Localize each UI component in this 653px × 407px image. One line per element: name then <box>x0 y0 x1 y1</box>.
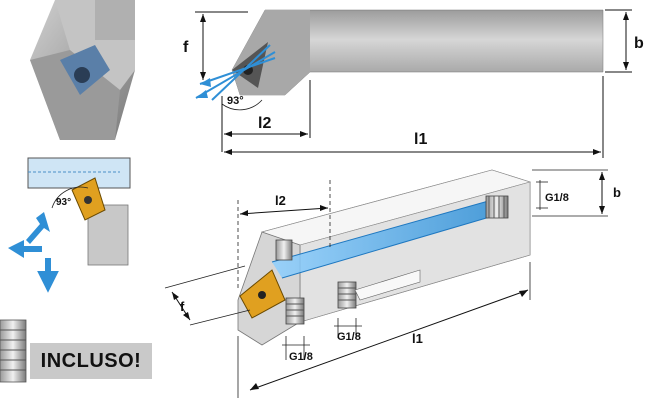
fitting-bottom-right <box>337 281 357 309</box>
coolant-fitting-icon <box>0 319 27 383</box>
iso-view: l2 b G1/8 f G1/8 G1/8 l1 <box>164 169 621 398</box>
fitting-rear <box>485 195 509 219</box>
f-label: f <box>183 39 189 56</box>
iso-l1-label: l1 <box>412 331 423 346</box>
b-label: b <box>634 35 644 52</box>
iso-thread-bottom-right-label: G1/8 <box>337 331 361 343</box>
coolant-jet-lines <box>195 44 276 101</box>
l1-label: l1 <box>414 131 427 148</box>
iso-b-label: b <box>613 185 621 200</box>
fitting-bottom-left <box>285 297 305 325</box>
iso-l2-label: l2 <box>275 193 286 208</box>
side-view: f b 93° l2 l1 <box>183 9 644 158</box>
feed-direction-arrows <box>8 212 59 293</box>
insert-diagram: 93° <box>8 157 131 293</box>
l2-label: l2 <box>258 115 271 132</box>
included-badge-label: INCLUSO! <box>40 349 142 372</box>
iso-f-label: f <box>180 299 185 314</box>
insert-angle-label: 93° <box>56 197 71 208</box>
iso-thread-bottom-left-label: G1/8 <box>289 351 313 363</box>
head-photo <box>30 0 135 140</box>
angle-label: 93° <box>227 95 244 107</box>
iso-thread-top-label: G1/8 <box>545 192 569 204</box>
included-badge: INCLUSO! <box>30 343 152 379</box>
fitting-top <box>275 239 293 261</box>
